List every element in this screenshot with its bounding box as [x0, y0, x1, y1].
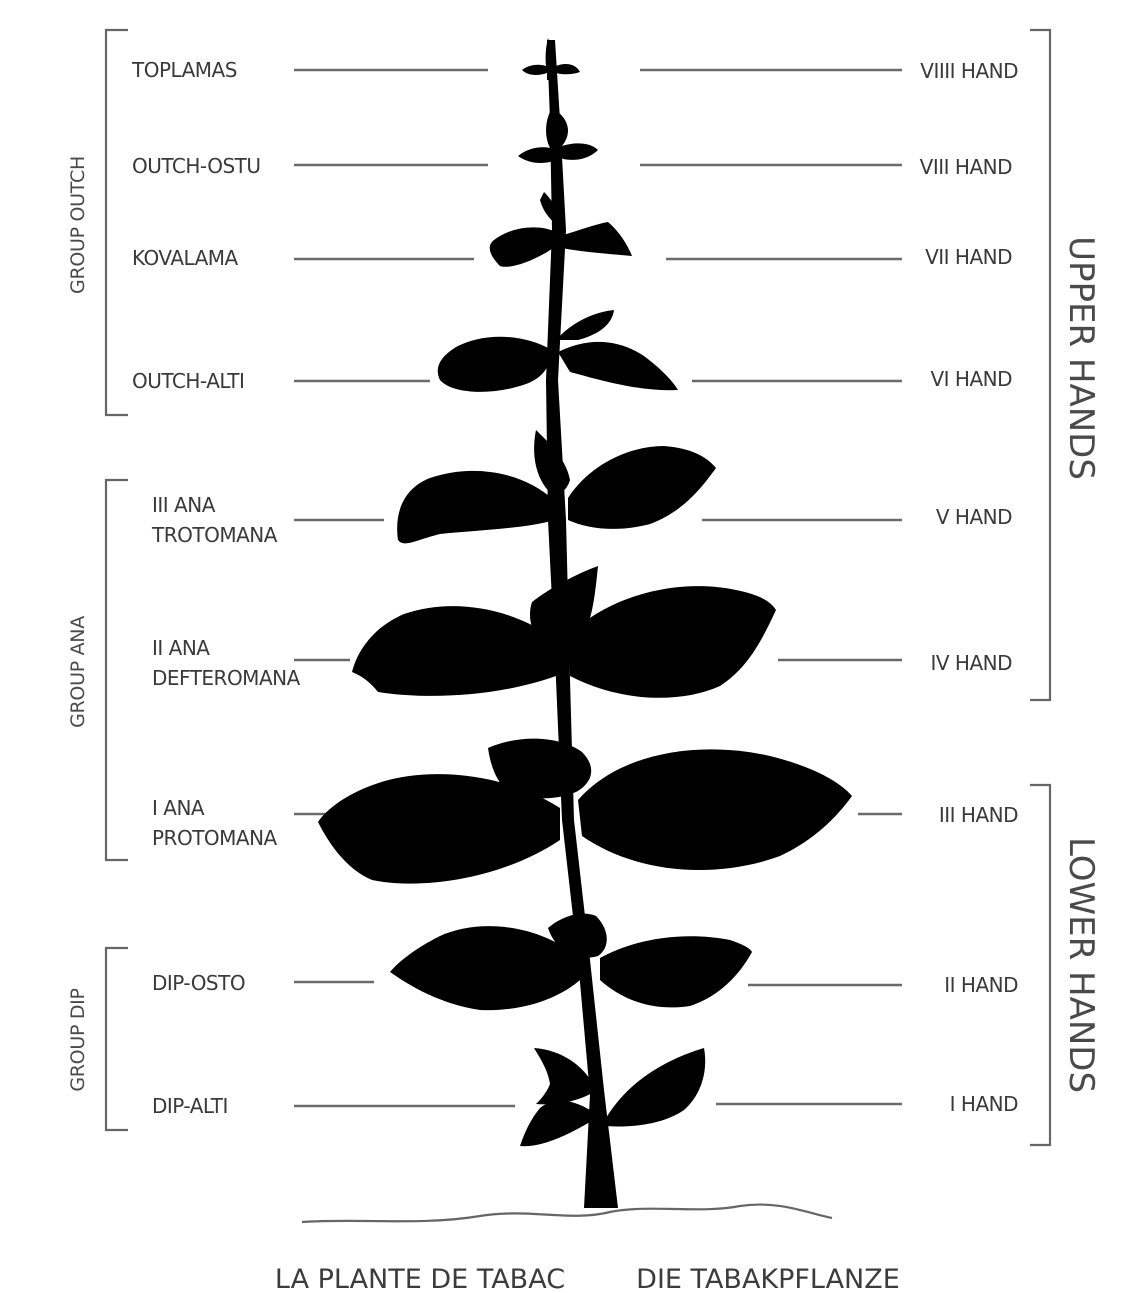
label-iv-hand: IV HAND [930, 651, 1012, 675]
ground-line [302, 1205, 832, 1222]
label-viiii-hand: VIIII HAND [920, 59, 1018, 83]
label-viii-hand: VIII HAND [920, 155, 1012, 179]
caption-french: LA PLANTE DE TABAC [275, 1264, 565, 1293]
tobacco-plant [318, 38, 852, 1208]
label-defteromana: DEFTEROMANA [152, 666, 301, 690]
label-i-ana: I ANA [152, 796, 205, 820]
bracket-group-ana [106, 480, 128, 860]
leaf-outch-alti-upper [556, 310, 614, 340]
label-dip-osto: DIP-OSTO [152, 971, 245, 995]
right-brackets [1030, 30, 1050, 1145]
left-brackets [106, 30, 128, 1130]
label-iii-ana: III ANA [152, 493, 216, 517]
upper-hands-label: UPPER HANDS [1061, 236, 1101, 480]
bracket-group-outch [106, 30, 128, 415]
left-labels: TOPLAMAS OUTCH-OSTU KOVALAMA OUTCH-ALTI … [131, 58, 301, 1118]
label-protomana: PROTOMANA [152, 826, 278, 850]
group-dip-label: GROUP DIP [67, 988, 89, 1091]
leaf-defteromana-left [352, 606, 556, 696]
label-v-hand: V HAND [936, 505, 1012, 529]
group-ana-label: GROUP ANA [67, 616, 89, 728]
bracket-lower-hands [1030, 785, 1050, 1145]
leaf-protomana-right [578, 749, 852, 870]
label-outch-ostu: OUTCH-OSTU [132, 154, 261, 178]
label-dip-alti: DIP-ALTI [152, 1094, 228, 1118]
leaf-kovalama-left [490, 227, 556, 266]
leaf-dip-osto-right [600, 936, 752, 1007]
leaf-outch-alti-left [438, 337, 552, 392]
label-vi-hand: VI HAND [930, 367, 1012, 391]
lower-hands-label: LOWER HANDS [1061, 837, 1101, 1093]
label-iii-hand: III HAND [939, 803, 1018, 827]
leaf-trotomana-left [397, 471, 554, 544]
label-kovalama: KOVALAMA [132, 246, 239, 270]
leaf-dip-alti-upper-left [534, 1048, 594, 1104]
label-ii-hand: II HAND [944, 973, 1018, 997]
right-labels: VIIII HAND VIII HAND VII HAND VI HAND V … [920, 59, 1018, 1116]
label-toplamas: TOPLAMAS [131, 58, 237, 82]
group-outch-label: GROUP OUTCH [67, 156, 89, 294]
leaf-outch-alti-right [558, 342, 678, 390]
label-i-hand: I HAND [950, 1092, 1018, 1116]
label-ii-ana: II ANA [152, 636, 210, 660]
label-trotomana: TROTOMANA [151, 523, 278, 547]
leaf-dip-alti-right [606, 1048, 705, 1126]
leaf-defteromana-right [568, 586, 776, 698]
leaf-outch-ostu [518, 108, 598, 163]
leaf-trotomana-right [568, 446, 716, 529]
bracket-upper-hands [1030, 30, 1050, 700]
leaf-dip-alti-left [520, 1101, 590, 1146]
label-outch-alti: OUTCH-ALTI [132, 369, 244, 393]
label-vii-hand: VII HAND [925, 245, 1012, 269]
leaf-kovalama-right [560, 222, 632, 256]
caption-german: DIE TABAKPFLANZE [636, 1264, 900, 1293]
bracket-group-dip [106, 948, 128, 1130]
